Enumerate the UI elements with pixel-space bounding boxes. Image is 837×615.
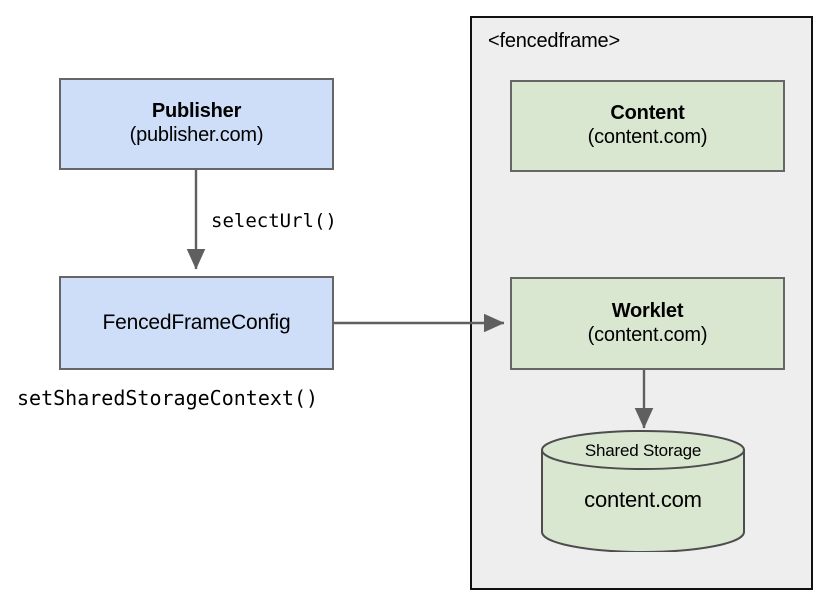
- content-node[interactable]: Content (content.com): [510, 80, 785, 172]
- content-subtitle: (content.com): [587, 126, 708, 148]
- worklet-node[interactable]: Worklet (content.com): [510, 277, 785, 370]
- publisher-title: Publisher: [151, 100, 242, 123]
- cylinder-shape: [541, 430, 745, 552]
- select-url-edge-label: selectUrl(): [211, 210, 337, 232]
- fencedframe-label: <fencedframe>: [488, 30, 620, 52]
- fenced-frame-config-label: FencedFrameConfig: [102, 310, 291, 334]
- publisher-node[interactable]: Publisher (publisher.com): [59, 78, 334, 170]
- set-shared-storage-context-caption: setSharedStorageContext(): [17, 386, 319, 410]
- fenced-frame-config-node[interactable]: FencedFrameConfig: [59, 276, 334, 370]
- publisher-subtitle: (publisher.com): [129, 124, 264, 146]
- shared-storage-body-label: content.com: [584, 487, 702, 512]
- shared-storage-cylinder[interactable]: Shared Storage content.com: [540, 430, 746, 552]
- content-title: Content: [610, 102, 685, 125]
- shared-storage-top-label: Shared Storage: [584, 441, 702, 460]
- worklet-subtitle: (content.com): [587, 323, 708, 346]
- worklet-title: Worklet: [611, 299, 684, 322]
